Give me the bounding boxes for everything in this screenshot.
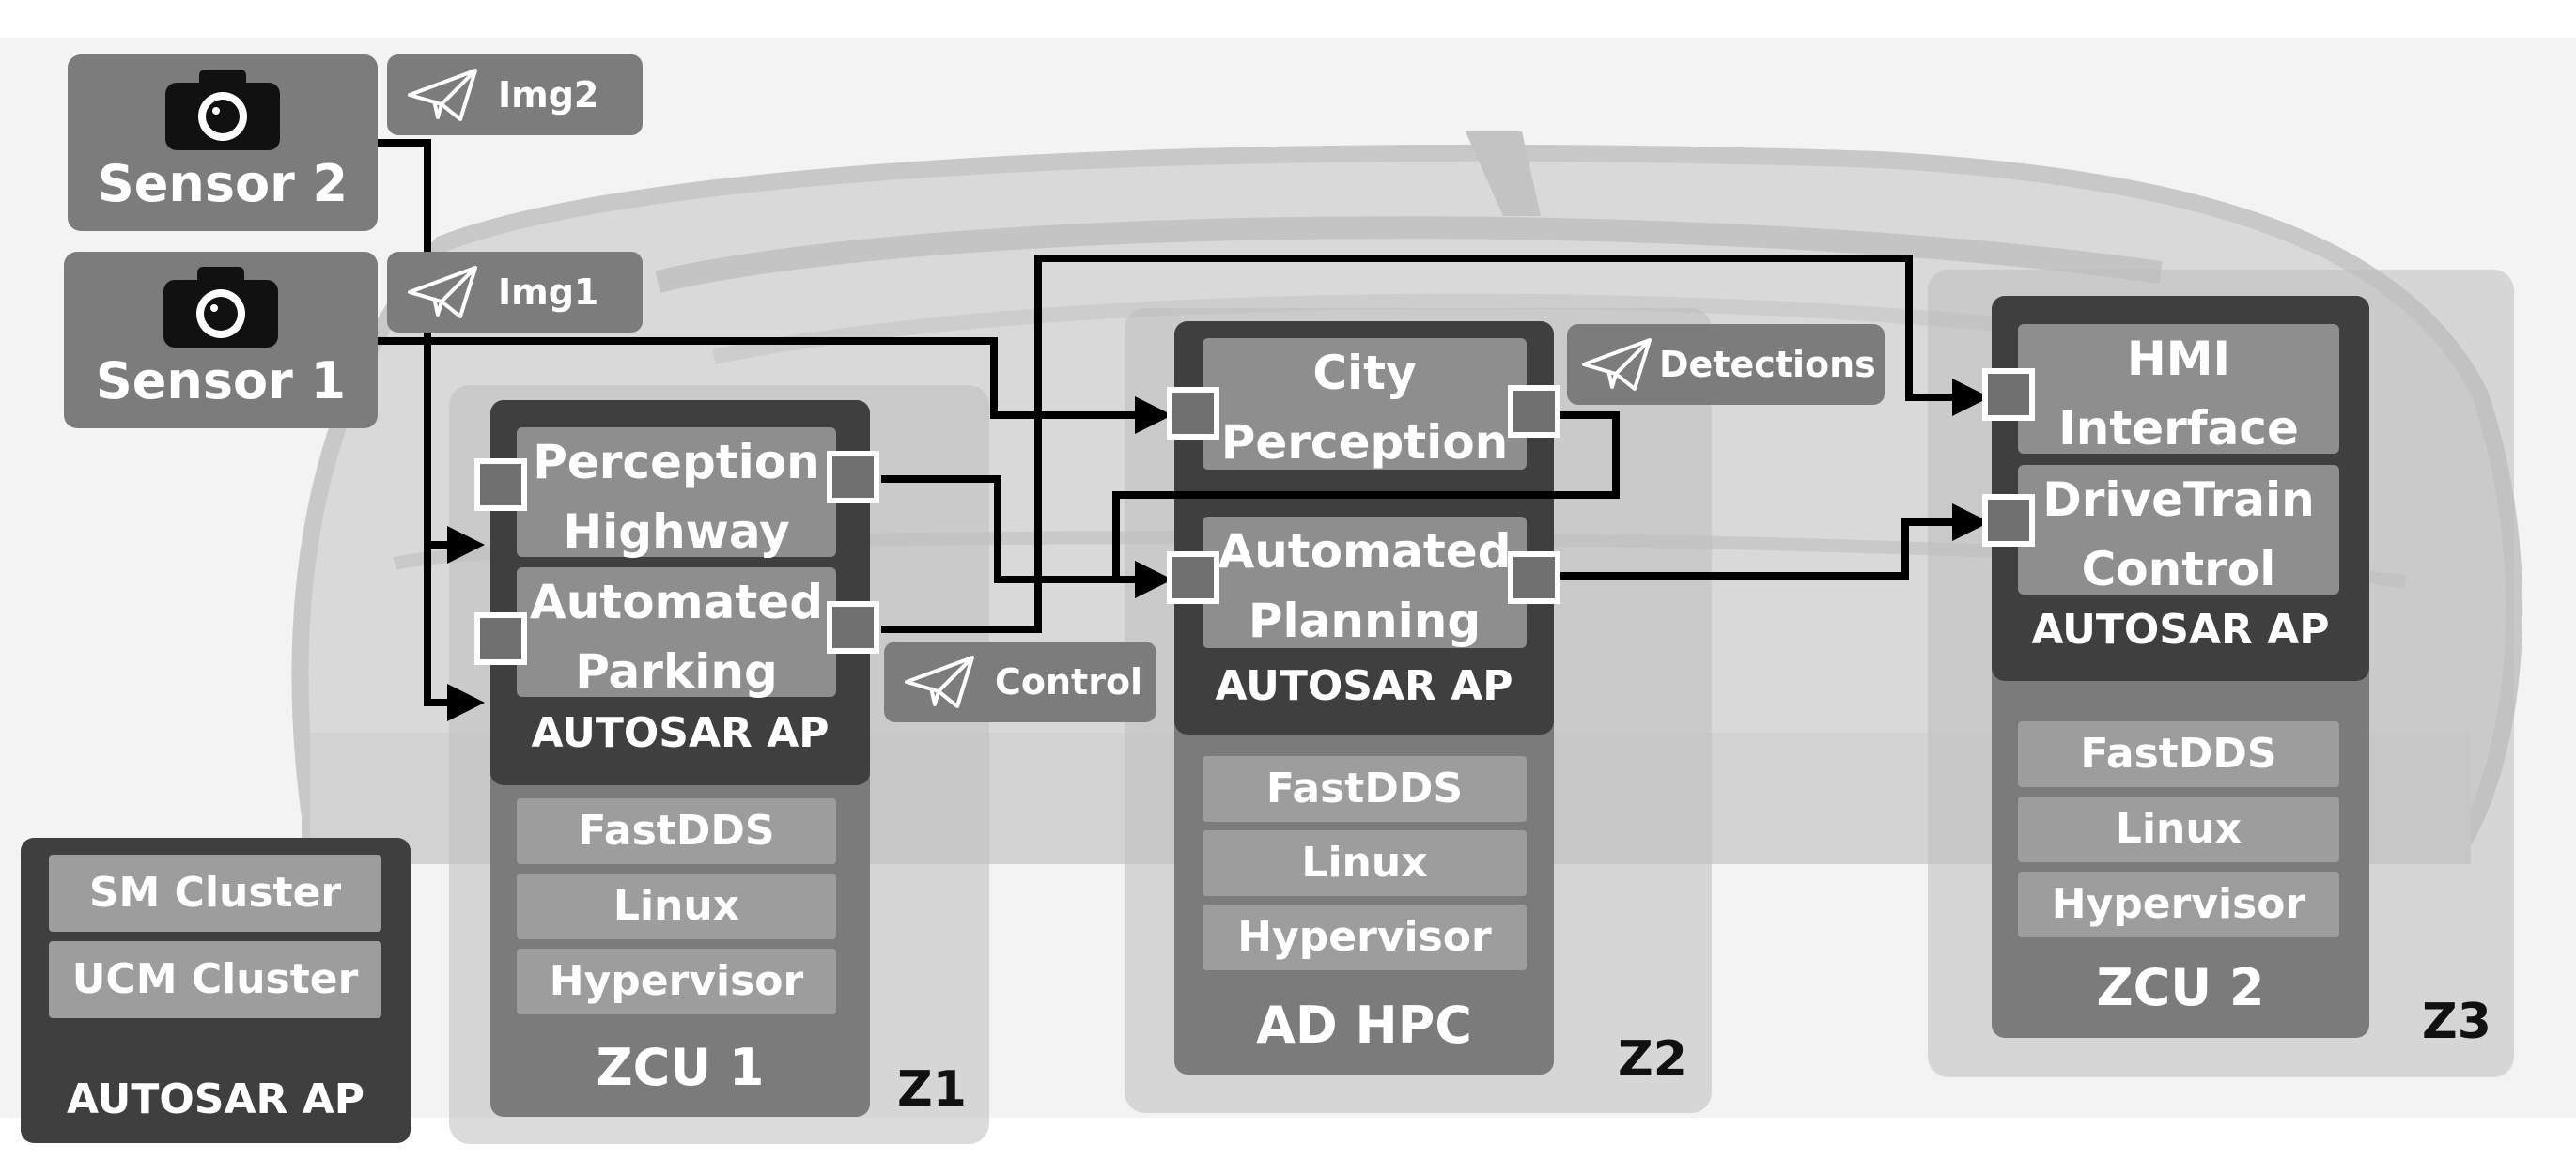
layer-fastdds-z3: FastDDS [2018, 721, 2339, 787]
layer-linux-z2: Linux [1203, 830, 1527, 896]
port-city-perception-in[interactable] [1167, 387, 1219, 440]
camera-icon [163, 267, 278, 348]
paper-plane-icon [905, 656, 974, 708]
zone-label-z2: Z2 [1618, 1031, 1687, 1088]
message-detections[interactable]: Detections [1567, 324, 1885, 405]
port-drivetrain-control-in[interactable] [1982, 494, 2035, 547]
app-automated-planning[interactable]: Automated Planning [1203, 517, 1527, 648]
layer-fastdds-z2: FastDDS [1203, 756, 1527, 822]
message-detections-label: Detections [1659, 344, 1876, 385]
layer-linux-z1: Linux [517, 874, 836, 939]
port-perception-highway-out[interactable] [827, 451, 879, 503]
port-automated-planning-in[interactable] [1167, 551, 1219, 604]
legend-item-ucm-cluster: UCM Cluster [49, 941, 381, 1018]
app-automated-parking[interactable]: Automated Parking [517, 567, 836, 699]
platform-label-z3: AUTOSAR AP [2031, 606, 2330, 654]
ecu-label-ad-hpc: AD HPC [1256, 996, 1472, 1055]
sensor-1[interactable]: Sensor 1 [64, 252, 378, 428]
platform-label-z2: AUTOSAR AP [1215, 662, 1513, 710]
message-img1[interactable]: Img1 [387, 252, 643, 333]
legend-platform-label: AUTOSAR AP [66, 1075, 365, 1123]
message-control-label: Control [995, 661, 1143, 703]
layer-hypervisor-z2: Hypervisor [1203, 905, 1527, 970]
port-automated-planning-out[interactable] [1508, 551, 1560, 604]
ecu-label-zcu2: ZCU 2 [2096, 958, 2265, 1017]
layer-linux-z3: Linux [2018, 797, 2339, 862]
sensor-2[interactable]: Sensor 2 [68, 54, 378, 231]
platform-label-z1: AUTOSAR AP [531, 709, 830, 757]
paper-plane-icon [1582, 338, 1652, 391]
layer-hypervisor-z3: Hypervisor [2018, 872, 2339, 937]
paper-plane-icon [408, 69, 477, 121]
port-hmi-interface-in[interactable] [1982, 368, 2035, 421]
paper-plane-icon [408, 266, 477, 318]
layer-hypervisor-z1: Hypervisor [517, 949, 836, 1014]
camera-icon [165, 70, 280, 150]
port-automated-parking-out[interactable] [827, 601, 879, 654]
port-city-perception-out[interactable] [1508, 385, 1560, 438]
ecu-label-zcu1: ZCU 1 [596, 1038, 765, 1097]
legend-item-sm-cluster: SM Cluster [49, 855, 381, 932]
zone-label-z3: Z3 [2422, 994, 2491, 1050]
sensor-1-label: Sensor 1 [95, 351, 347, 410]
app-perception-highway[interactable]: Perception Highway [517, 427, 836, 559]
message-img2-label: Img2 [498, 74, 599, 116]
layer-fastdds-z1: FastDDS [517, 798, 836, 864]
port-automated-parking-in[interactable] [474, 612, 527, 665]
message-control[interactable]: Control [884, 642, 1156, 722]
sensor-2-label: Sensor 2 [97, 154, 349, 213]
message-img2[interactable]: Img2 [387, 54, 643, 135]
app-drivetrain-control[interactable]: DriveTrain Control [2018, 465, 2339, 596]
port-perception-highway-in[interactable] [474, 458, 527, 511]
zone-label-z1: Z1 [897, 1061, 967, 1118]
message-img1-label: Img1 [498, 271, 599, 313]
app-city-perception[interactable]: City Perception [1203, 338, 1527, 470]
app-hmi-interface[interactable]: HMI Interface [2018, 324, 2339, 456]
